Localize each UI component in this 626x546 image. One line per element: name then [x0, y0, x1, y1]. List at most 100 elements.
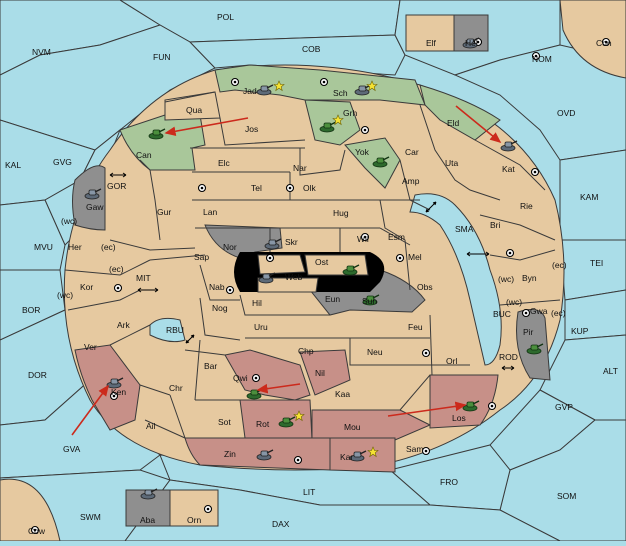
- region-labels: POL NVM FUN COB NOM Con Elf Hel OVD KAL …: [5, 12, 618, 536]
- label-ec: (ec): [109, 264, 124, 274]
- coast-arrows: [109, 172, 515, 371]
- label-jad: Jad: [243, 86, 257, 96]
- label-nor: Nor: [223, 242, 237, 252]
- continent: [63, 64, 565, 473]
- label-mou: Mou: [344, 422, 361, 432]
- order-arrows: [71, 105, 502, 436]
- label-rod: ROD: [499, 352, 518, 362]
- land-hel[interactable]: [453, 14, 489, 52]
- label-cob: COB: [302, 44, 321, 54]
- label-lan: Lan: [203, 207, 217, 217]
- label-gaw: Gaw: [86, 202, 104, 212]
- label-gvg: GVG: [53, 157, 72, 167]
- label-nom: NOM: [532, 54, 552, 64]
- label-kor: Kor: [80, 282, 93, 292]
- label-gor: GOR: [107, 181, 126, 191]
- label-elc: Elc: [218, 158, 231, 168]
- label-ost: Ost: [315, 257, 329, 267]
- label-rie: Rie: [520, 201, 533, 211]
- label-orn: Orn: [187, 515, 201, 525]
- label-qua: Qua: [186, 105, 202, 115]
- label-feu: Feu: [408, 322, 423, 332]
- label-yok: Yok: [355, 147, 370, 157]
- label-som: SOM: [557, 491, 576, 501]
- label-fun: FUN: [153, 52, 170, 62]
- label-mit: MIT: [136, 273, 151, 283]
- land-elf[interactable]: [405, 14, 455, 52]
- label-buc: BUC: [493, 309, 511, 319]
- label-byn: Byn: [522, 273, 537, 283]
- label-lit: LIT: [303, 487, 315, 497]
- label-neu: Neu: [367, 347, 383, 357]
- label-sch: Sch: [333, 88, 348, 98]
- supply-centers: [30, 37, 611, 535]
- label-kup: KUP: [571, 326, 589, 336]
- label-can: Can: [136, 150, 152, 160]
- label-wc: (wc): [506, 297, 522, 307]
- label-chr: Chr: [169, 383, 183, 393]
- label-elf: Elf: [426, 38, 437, 48]
- label-bar: Bar: [204, 361, 217, 371]
- label-fro: FRO: [440, 477, 458, 487]
- label-pir: Pir: [523, 327, 534, 337]
- label-bor: BOR: [22, 305, 40, 315]
- label-grh: Grh: [343, 108, 357, 118]
- label-esm: Esm: [388, 232, 405, 242]
- label-zin: Zin: [224, 449, 236, 459]
- label-ark: Ark: [117, 320, 131, 330]
- label-dax: DAX: [272, 519, 290, 529]
- label-sma: SMA: [455, 224, 474, 234]
- label-hil: Hil: [252, 298, 262, 308]
- label-mel: Mel: [408, 252, 422, 262]
- label-chp: Chp: [298, 346, 314, 356]
- label-rbu: RBU: [166, 325, 184, 335]
- label-gwa: Gwa: [530, 306, 548, 316]
- label-sot: Sot: [218, 417, 231, 427]
- label-qwi: Qwi: [233, 373, 248, 383]
- label-uta: Uta: [445, 158, 459, 168]
- label-web: Web: [285, 272, 303, 282]
- label-tel: Tel: [251, 183, 262, 193]
- label-con: Con: [596, 38, 612, 48]
- label-ver: Ver: [84, 342, 97, 352]
- label-sun: Sun: [362, 296, 377, 306]
- label-alt: ALT: [603, 366, 618, 376]
- label-kar: Kar: [340, 452, 353, 462]
- label-los: Los: [452, 413, 466, 423]
- label-ec: (ec): [552, 260, 567, 270]
- label-sap: Sap: [194, 252, 209, 262]
- label-gur: Gur: [157, 207, 171, 217]
- label-kam: KAM: [580, 192, 598, 202]
- label-gvp: GVP: [555, 402, 573, 412]
- label-hel: Hel: [465, 38, 478, 48]
- label-kaa: Kaa: [335, 389, 350, 399]
- label-nar: Nar: [293, 163, 307, 173]
- label-obs: Obs: [417, 282, 433, 292]
- label-skr: Skr: [285, 237, 298, 247]
- label-wil: Wil: [357, 234, 369, 244]
- label-wc: (wc): [498, 274, 514, 284]
- label-ovd: OVD: [557, 108, 575, 118]
- label-tei: TEI: [590, 258, 603, 268]
- label-nvm: NVM: [32, 47, 51, 57]
- label-gva: GVA: [63, 444, 81, 454]
- label-olk: Olk: [303, 183, 317, 193]
- label-kat: Kat: [502, 164, 515, 174]
- label-uru: Uru: [254, 322, 268, 332]
- label-car: Car: [405, 147, 419, 157]
- label-nab: Nab: [209, 282, 225, 292]
- label-rot: Rot: [256, 419, 270, 429]
- label-kal: KAL: [5, 160, 21, 170]
- label-aba: Aba: [140, 515, 155, 525]
- label-ec: (ec): [551, 308, 566, 318]
- label-mvu: MVU: [34, 242, 53, 252]
- label-her: Her: [68, 242, 82, 252]
- label-ken: Ken: [111, 387, 126, 397]
- label-swm: SWM: [80, 512, 101, 522]
- label-nil: Nil: [315, 368, 325, 378]
- label-eun: Eun: [325, 294, 340, 304]
- label-hug: Hug: [333, 208, 349, 218]
- label-nog: Nog: [212, 303, 228, 313]
- label-dor: DOR: [28, 370, 47, 380]
